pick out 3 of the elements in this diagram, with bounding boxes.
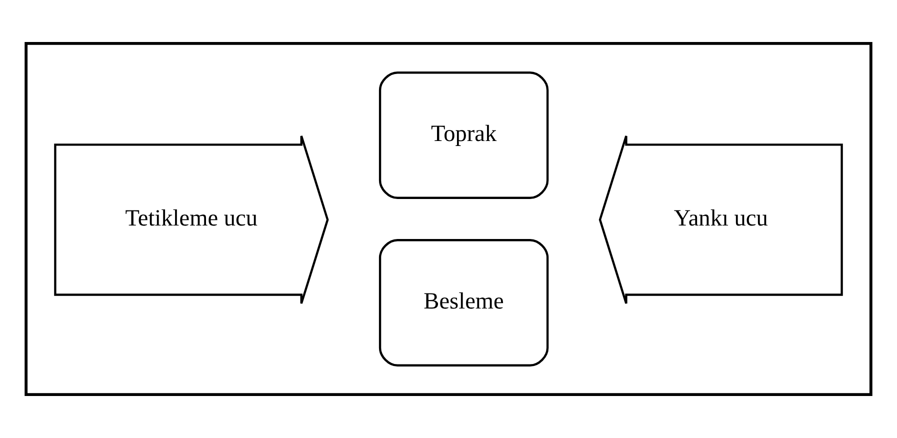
node-box: Besleme <box>378 239 549 366</box>
cluster <box>24 42 872 396</box>
node-box: Toprak <box>378 72 549 199</box>
